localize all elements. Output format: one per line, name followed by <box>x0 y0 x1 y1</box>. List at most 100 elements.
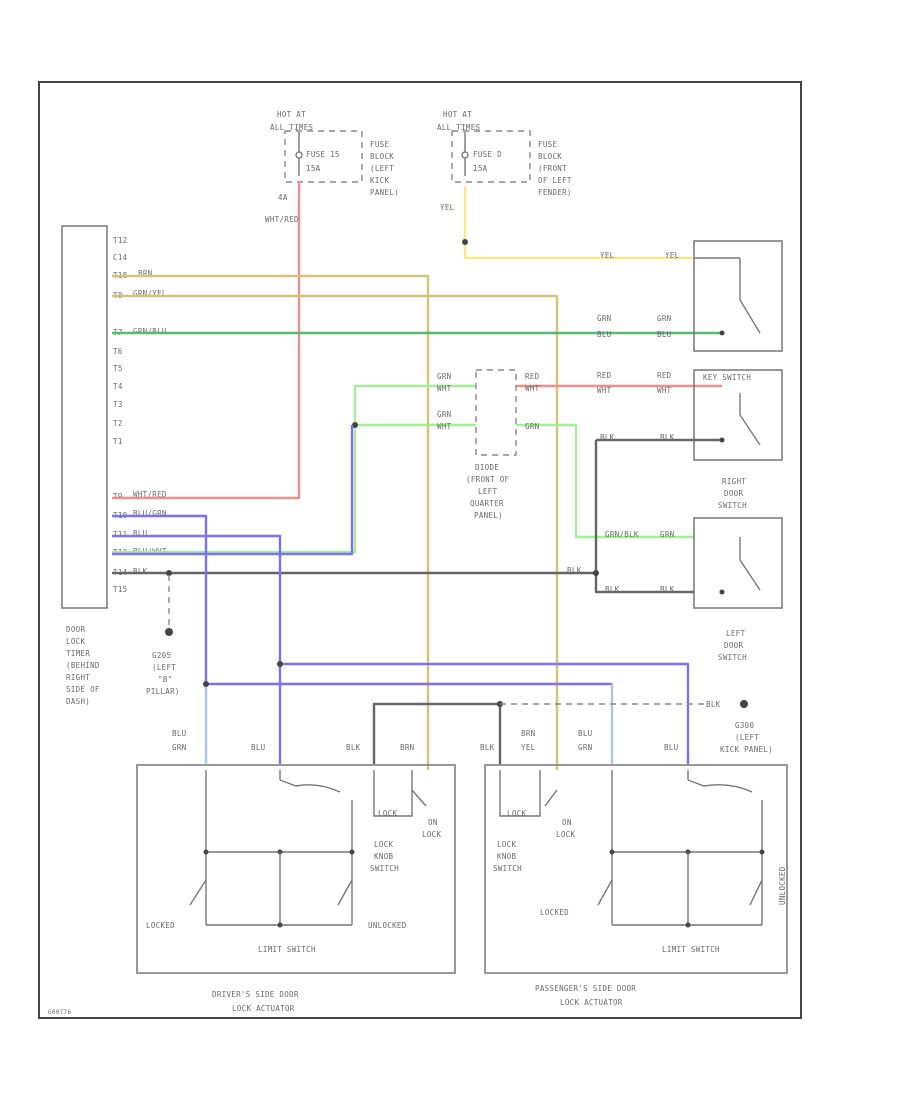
hot-at-label: HOT AT <box>443 110 472 119</box>
fuse-d: HOT AT ALL TIMES FUSE D 15A FUSE BLOCK (… <box>437 110 572 212</box>
fuse-15-amp: 15A <box>306 164 321 173</box>
left-door-switch-label: LEFT DOOR SWITCH <box>718 629 747 662</box>
wire-brn <box>112 274 430 770</box>
svg-text:BLK: BLK <box>346 743 361 752</box>
svg-text:LOCK: LOCK <box>556 830 575 839</box>
svg-text:WHT: WHT <box>657 386 672 395</box>
fuse-block-right-line: BLOCK <box>538 152 562 161</box>
svg-text:GRN/BLK: GRN/BLK <box>605 530 639 539</box>
wire-grn-wht-upper <box>353 384 476 425</box>
fuse-block-left-line: (LEFT <box>370 164 394 173</box>
svg-text:T4: T4 <box>113 382 123 391</box>
svg-text:RED: RED <box>525 372 540 381</box>
svg-text:BRN: BRN <box>400 743 414 752</box>
svg-text:LOCK: LOCK <box>378 809 397 818</box>
svg-text:DOOR: DOOR <box>724 641 743 650</box>
right-door-switch-label: RIGHT DOOR SWITCH <box>718 477 747 510</box>
svg-text:SWITCH: SWITCH <box>718 501 747 510</box>
svg-text:YEL: YEL <box>600 251 615 260</box>
svg-text:SWITCH: SWITCH <box>370 864 399 873</box>
svg-text:RIGHT: RIGHT <box>722 477 746 486</box>
svg-text:GRN: GRN <box>660 530 674 539</box>
svg-text:T12: T12 <box>113 236 127 245</box>
svg-text:(LEFT: (LEFT <box>152 663 176 672</box>
svg-text:T15: T15 <box>113 585 127 594</box>
svg-text:BLK: BLK <box>660 433 675 442</box>
svg-text:UNLOCKED: UNLOCKED <box>778 866 787 905</box>
svg-text:BLK: BLK <box>480 743 495 752</box>
svg-text:BLK: BLK <box>605 585 620 594</box>
svg-text:KNOB: KNOB <box>497 852 516 861</box>
svg-text:GRN: GRN <box>597 314 611 323</box>
reference-code: G00776 <box>48 1009 72 1016</box>
wire-grn-yel <box>112 294 559 770</box>
wire-blu-pas <box>280 662 690 764</box>
all-times-label: ALL TIMES <box>437 123 481 132</box>
svg-text:BLU: BLU <box>597 330 611 339</box>
svg-text:YEL: YEL <box>521 743 536 752</box>
svg-text:WHT: WHT <box>597 386 612 395</box>
door-lock-timer <box>61 225 108 609</box>
wire-code-white-red: 4A <box>278 193 288 202</box>
svg-text:C14: C14 <box>113 253 128 262</box>
svg-text:T1: T1 <box>113 437 123 446</box>
svg-text:BLU/GRN: BLU/GRN <box>133 509 167 518</box>
svg-text:SWITCH: SWITCH <box>718 653 747 662</box>
svg-text:WHT: WHT <box>525 384 540 393</box>
fuse-d-label: FUSE D <box>473 150 502 159</box>
all-times-label: ALL TIMES <box>270 123 314 132</box>
svg-text:BRN: BRN <box>521 729 535 738</box>
timer-pin-labels: T12 C14 T18 T8 T7 T6 T5 T4 T3 T2 T1 T9 T… <box>113 236 128 594</box>
svg-text:RIGHT: RIGHT <box>66 673 90 682</box>
svg-text:G300: G300 <box>735 721 754 730</box>
svg-text:RED: RED <box>597 371 612 380</box>
svg-text:T11: T11 <box>113 530 127 539</box>
door-switch-top: YEL YEL GRN BLU GRN BLU <box>597 240 783 352</box>
svg-text:BRN: BRN <box>138 269 152 278</box>
hot-at-label: HOT AT <box>277 110 306 119</box>
svg-text:BLK: BLK <box>133 567 148 576</box>
svg-text:DRIVER'S SIDE DOOR: DRIVER'S SIDE DOOR <box>212 990 299 999</box>
drivers-door-lock-actuator: BLU GRN BLU BLK BRN LOCK ON LOCK LOCK KN… <box>136 729 456 974</box>
svg-text:TIMER: TIMER <box>66 649 90 658</box>
timer-wire-labels: BRN GRN/YEL GRN/BLU WHT/RED BLU/GRN BLU … <box>133 269 167 576</box>
svg-text:DIODE: DIODE <box>475 463 499 472</box>
svg-text:T6: T6 <box>113 347 123 356</box>
svg-text:KNOB: KNOB <box>374 852 393 861</box>
svg-text:UNLOCKED: UNLOCKED <box>368 921 407 930</box>
svg-text:LEFT: LEFT <box>478 487 497 496</box>
svg-text:PASSENGER'S SIDE DOOR: PASSENGER'S SIDE DOOR <box>535 984 636 993</box>
svg-text:DOOR: DOOR <box>66 625 85 634</box>
svg-text:T9: T9 <box>113 492 123 501</box>
svg-text:GRN: GRN <box>437 410 451 419</box>
svg-text:SWITCH: SWITCH <box>493 864 522 873</box>
svg-text:LOCK: LOCK <box>507 809 526 818</box>
svg-text:GRN: GRN <box>578 743 592 752</box>
svg-text:LOCK: LOCK <box>497 840 516 849</box>
svg-text:ON: ON <box>428 818 438 827</box>
fuse-block-right-line: (FRONT <box>538 164 567 173</box>
svg-text:GRN/YEL: GRN/YEL <box>133 289 167 298</box>
svg-text:G205: G205 <box>152 651 171 660</box>
svg-text:LEFT: LEFT <box>726 629 745 638</box>
svg-text:ON: ON <box>562 818 572 827</box>
svg-text:BLU: BLU <box>251 743 265 752</box>
svg-text:(LEFT: (LEFT <box>735 733 759 742</box>
svg-text:T5: T5 <box>113 364 123 373</box>
svg-text:GRN: GRN <box>657 314 671 323</box>
key-switch: KEY SWITCH RED WHT RED WHT BLK BLK <box>597 369 783 461</box>
svg-text:PILLAR): PILLAR) <box>146 687 180 696</box>
svg-text:WHT/RED: WHT/RED <box>133 490 167 499</box>
left-door-switch: GRN/BLK GRN BLK BLK BLK <box>567 517 783 609</box>
svg-text:BLU: BLU <box>664 743 678 752</box>
svg-text:DOOR: DOOR <box>724 489 743 498</box>
fuse-block-right-line: OF LEFT <box>538 176 572 185</box>
svg-text:BLU: BLU <box>657 330 671 339</box>
timer-label: DOOR LOCK TIMER (BEHIND RIGHT SIDE OF DA… <box>66 625 100 706</box>
svg-text:DASH): DASH) <box>66 697 90 706</box>
wire-wht-red <box>112 182 301 500</box>
svg-text:BLK: BLK <box>660 585 675 594</box>
svg-text:LOCK ACTUATOR: LOCK ACTUATOR <box>232 1004 295 1013</box>
fuse-block-right-line: FUSE <box>538 140 557 149</box>
fuse-block-left-line: FUSE <box>370 140 389 149</box>
